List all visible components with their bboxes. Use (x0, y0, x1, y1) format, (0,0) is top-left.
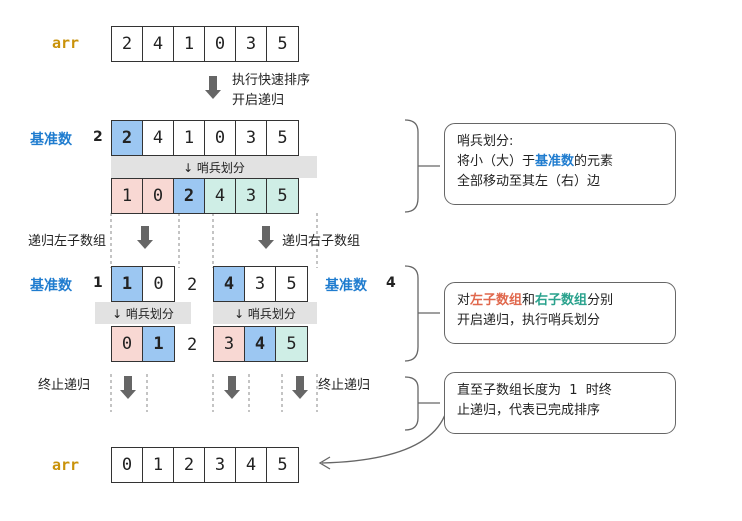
down-arrow-icon (137, 226, 153, 249)
down-arrow-icon (205, 76, 221, 99)
left-cell: 3 (214, 327, 245, 361)
note-text: 将小（大）于 (457, 154, 536, 169)
note-text: 对 (457, 293, 471, 308)
note-terminate: 直至子数组长度为 1 时终 止递归，代表已完成排序 (444, 372, 676, 434)
array-cell: 0 (112, 448, 143, 482)
arr-label: arr (52, 34, 80, 52)
terminate-label: 终止递归 (38, 378, 91, 393)
pivot-label: 基准数 (30, 278, 72, 294)
down-arrow-icon (258, 226, 274, 249)
array-cell: 0 (205, 121, 236, 155)
left-cell: 0 (143, 179, 174, 213)
down-arrow-icon (224, 376, 240, 399)
pivot-value: 1 (93, 275, 103, 291)
pivot-cell: 2 (174, 179, 205, 213)
array-cell: 0 (153, 274, 164, 294)
array-cell: 3 (236, 121, 267, 155)
note-line: 对左子数组和右子数组分别 (457, 291, 663, 311)
note-highlight: 右子数组 (535, 293, 588, 308)
down-arrow-icon (120, 376, 136, 399)
arr-label: arr (52, 456, 80, 474)
right-cell: 4 (205, 179, 236, 213)
start-recursion-label: 开启递归 (232, 93, 285, 108)
note-text: 分别 (587, 293, 614, 308)
array-after-partition: 1 0 2 4 3 5 (111, 178, 299, 214)
left-subarray: 1 0 (111, 266, 175, 302)
exec-sort-label: 执行快速排序 (232, 73, 311, 88)
pivot-label: 基准数 (30, 132, 72, 148)
pivot-value: 2 (93, 129, 103, 145)
note-line: 将小（大）于基准数的元素 (457, 152, 663, 172)
array-cell: 1 (174, 121, 205, 155)
note-line: 开启递归，执行哨兵划分 (457, 313, 601, 328)
note-line: 全部移动至其左（右）边 (457, 174, 601, 189)
array-cell: 5 (277, 455, 288, 475)
array-step1: 2 4 1 0 3 5 (111, 120, 299, 156)
down-arrow-icon (292, 376, 308, 399)
pivot-label: 基准数 (325, 278, 367, 294)
array-cell: 4 (143, 27, 174, 61)
array-cell: 5 (286, 274, 297, 294)
right-cell: 3 (236, 179, 267, 213)
partition-bar: ↓ 哨兵划分 (95, 302, 191, 324)
recurse-left-label: 递归左子数组 (28, 234, 107, 249)
right-cell: 5 (267, 179, 298, 213)
right-after-partition: 3 4 5 (213, 326, 308, 362)
pivot-cell: 4 (245, 327, 276, 361)
note-highlight: 左子数组 (470, 293, 523, 308)
initial-array: 2 4 1 0 3 5 (111, 26, 299, 62)
array-cell: 5 (277, 128, 288, 148)
pivot-value: 4 (386, 275, 396, 291)
note-line: 直至子数组长度为 1 时终 (457, 383, 612, 398)
pivot-cell: 4 (214, 267, 245, 301)
array-cell: 4 (236, 448, 267, 482)
array-cell: 3 (205, 448, 236, 482)
partition-bar: ↓ 哨兵划分 (213, 302, 317, 324)
right-cell: 5 (276, 327, 307, 361)
array-cell: 3 (245, 267, 276, 301)
array-cell: 2 (112, 27, 143, 61)
right-subarray: 4 3 5 (213, 266, 308, 302)
array-cell: 4 (143, 121, 174, 155)
array-cell: 2 (174, 448, 205, 482)
array-cell: 0 (205, 27, 236, 61)
note-text: 和 (522, 293, 536, 308)
array-cell: 1 (143, 448, 174, 482)
note-partition: 哨兵划分: 将小（大）于基准数的元素 全部移动至其左（右）边 (444, 123, 676, 205)
pivot-cell: 1 (112, 267, 143, 301)
middle-pivot-value: 2 (187, 275, 198, 295)
note-line: 止递归，代表已完成排序 (457, 403, 601, 418)
note-recursion: 对左子数组和右子数组分别 开启递归，执行哨兵划分 (444, 282, 676, 344)
note-title: 哨兵划分: (457, 134, 514, 149)
note-highlight: 基准数 (535, 154, 575, 169)
array-cell: 3 (236, 27, 267, 61)
left-after-partition: 0 1 (111, 326, 175, 362)
left-cell: 1 (112, 179, 143, 213)
array-cell: 1 (174, 27, 205, 61)
note-text: 的元素 (574, 154, 614, 169)
final-array: 0 1 2 3 4 5 (111, 447, 299, 483)
partition-bar: ↓ 哨兵划分 (111, 156, 317, 178)
terminate-label: 终止递归 (318, 378, 371, 393)
recurse-right-label: 递归右子数组 (282, 234, 361, 249)
array-cell: 5 (277, 34, 288, 54)
left-cell: 0 (112, 327, 143, 361)
middle-value: 2 (187, 335, 198, 355)
pivot-cell: 1 (143, 327, 174, 361)
pivot-cell: 2 (112, 121, 143, 155)
